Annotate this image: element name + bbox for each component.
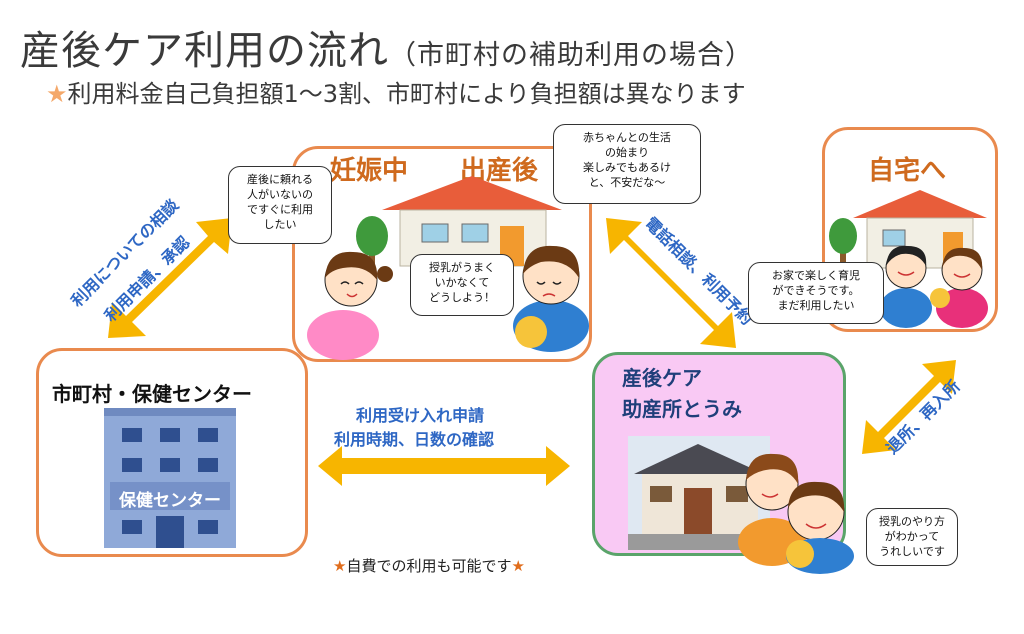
- home-house-illustration: [853, 190, 987, 269]
- health-center-sign: 保健センター: [119, 491, 221, 511]
- speech-bubble-pregnant: 産後に頼れる 人がいないの ですぐに利用 したい: [228, 166, 332, 244]
- star-icon: ★: [511, 557, 525, 575]
- health-center-building-icon: [104, 408, 236, 548]
- accept-arrow-label-2: 利用時期、日数の確認: [334, 430, 495, 449]
- arrow-consult: [108, 218, 232, 338]
- page-subtitle: ★利用料金自己負担額1〜3割、市町村により負担額は異なります: [46, 74, 746, 109]
- arrow-phone: [606, 218, 736, 348]
- arrow-accept: [318, 446, 570, 486]
- subtitle-text: 利用料金自己負担額1〜3割、市町村により負担額は異なります: [67, 80, 746, 108]
- speech-bubble-learned: 授乳のやり方 がわかって うれしいです: [866, 508, 958, 566]
- title-paren: （市町村の補助利用の場合）: [389, 40, 753, 71]
- self-pay-note-text: 自費での利用も可能です: [346, 557, 512, 575]
- star-icon: ★: [46, 80, 68, 108]
- title-main: 産後ケア利用の流れ: [20, 28, 389, 74]
- home-tree-icon: [829, 218, 857, 272]
- arrow-leave: [862, 360, 956, 454]
- family-illustration: [880, 245, 988, 328]
- star-icon: ★: [333, 557, 347, 575]
- speech-bubble-home: お家で楽しく育児 ができそうです。 まだ利用したい: [748, 262, 884, 324]
- midwife-label-line1: 産後ケア: [622, 366, 702, 390]
- page-title: 産後ケア利用の流れ（市町村の補助利用の場合）: [20, 18, 753, 76]
- pregnancy-label: 妊娠中: [330, 156, 409, 186]
- city-center-label: 市町村・保健センター: [52, 382, 252, 406]
- mother-baby-illustration: [513, 245, 589, 352]
- speech-bubble-baby-life: 赤ちゃんとの生活 の始まり 楽しみでもあるけ と、不安だな〜: [553, 124, 701, 204]
- midwife-label-line2: 助産所とうみ: [622, 397, 742, 421]
- midwife-mother-baby-illustration: [738, 453, 854, 574]
- pregnant-woman-illustration: [307, 251, 393, 360]
- self-pay-note: ★自費での利用も可能です★: [333, 555, 525, 576]
- accept-arrow-label-1: 利用受け入れ申請: [356, 406, 485, 425]
- home-label: 自宅へ: [868, 156, 947, 186]
- speech-bubble-nursing-worry: 授乳がうまく いかなくて どうしよう！: [410, 254, 514, 316]
